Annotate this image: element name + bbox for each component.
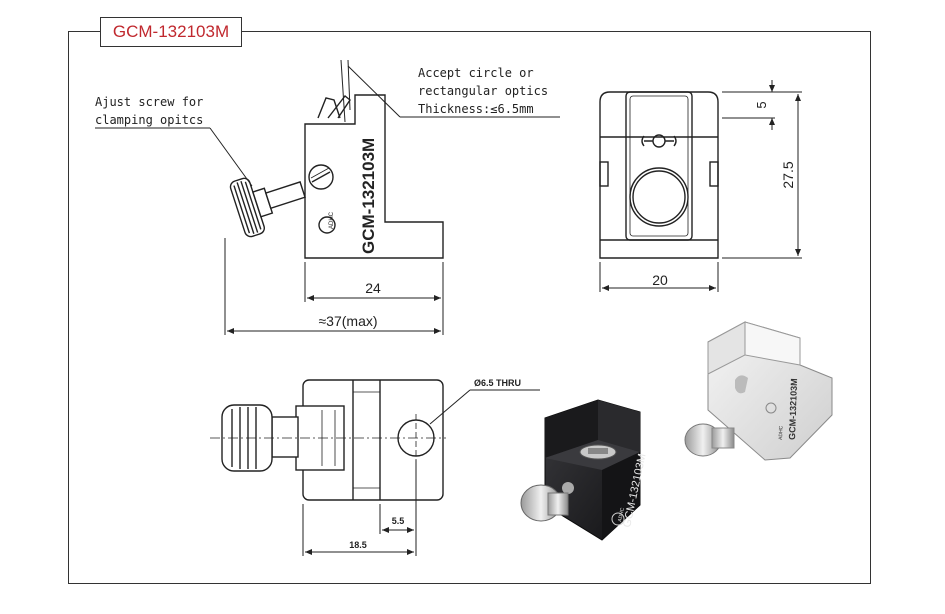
optics-note-line-3: Thickness:≤6.5mm	[418, 102, 534, 116]
logo-text-silver: ADHC	[778, 425, 785, 440]
body-engraving-silver: GCM-132103M	[787, 378, 799, 440]
dim-hole-offset: 5.5	[392, 516, 405, 526]
top-view	[210, 379, 446, 501]
top-dimensions	[302, 389, 540, 556]
silver-mount-photo	[684, 321, 833, 461]
screw-note-line-2: clamping opitcs	[95, 113, 203, 127]
logo-text-side: ADHC	[329, 211, 335, 229]
dim-side-width: 24	[365, 280, 381, 296]
part-number-title: GCM-132103M	[112, 22, 230, 41]
front-view	[599, 91, 719, 259]
side-dimensions	[224, 238, 444, 335]
screw-note-line-1: Ajust screw for	[95, 95, 203, 109]
dim-top-offset: 5	[754, 101, 769, 108]
title-box: GCM-132103M	[100, 17, 242, 47]
dim-front-height: 27.5	[780, 161, 796, 188]
optics-note-line-1: Accept circle or	[418, 66, 534, 80]
drawing-frame	[68, 31, 871, 584]
front-dimensions	[599, 80, 802, 292]
logo-text-black: ADHC	[617, 507, 626, 522]
screw-note: Ajust screw for clamping opitcs	[95, 95, 210, 129]
dim-hole-label: Ø6.5 THRU	[474, 378, 521, 388]
black-mount-photo	[520, 399, 641, 541]
optics-note: Accept circle or rectangular optics Thic…	[347, 65, 560, 118]
body-engraving-side: GCM-132103M	[359, 138, 378, 254]
optics-note-line-2: rectangular optics	[418, 84, 548, 98]
dim-overall-width: ≈37(max)	[318, 313, 377, 329]
dim-bottom-width: 18.5	[349, 540, 367, 550]
dim-front-width: 20	[652, 272, 668, 288]
side-view	[209, 59, 444, 259]
